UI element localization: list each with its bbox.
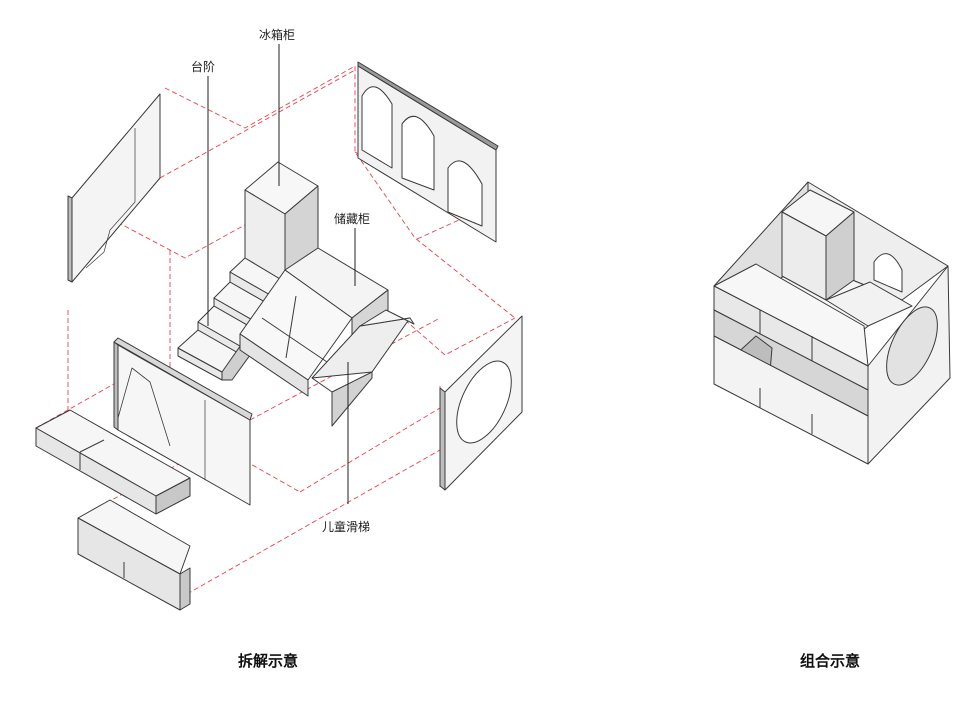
platform-side bbox=[179, 567, 191, 611]
wall-face bbox=[71, 93, 161, 283]
kids-slide bbox=[311, 309, 415, 427]
fridge-cabinet bbox=[244, 161, 319, 283]
guide-line bbox=[299, 407, 441, 493]
arch-opening bbox=[361, 86, 393, 169]
wall-inner-line bbox=[85, 128, 136, 269]
guide-line bbox=[164, 65, 516, 319]
guide-line bbox=[159, 69, 356, 179]
callout-kids-slide: 儿童滑梯 bbox=[322, 520, 371, 534]
cabinet-divider bbox=[261, 317, 331, 365]
assembled-playhouse bbox=[713, 181, 951, 465]
caption-exploded: 拆解示意 bbox=[238, 652, 299, 670]
cabinet-base bbox=[239, 333, 309, 397]
long-bench bbox=[35, 409, 191, 515]
storage-cabinet bbox=[239, 247, 389, 397]
front-panel bbox=[113, 337, 253, 506]
round-opening bbox=[456, 360, 512, 444]
arch-opening bbox=[447, 160, 483, 227]
callout-storage-cabinet: 储藏柜 bbox=[334, 212, 371, 226]
bench-side bbox=[155, 477, 191, 515]
panel-top bbox=[113, 337, 253, 421]
guide-line bbox=[35, 371, 136, 429]
cube-round-opening bbox=[886, 306, 938, 386]
callout-fridge-cabinet: 冰箱柜 bbox=[259, 28, 296, 42]
panel-cutout bbox=[117, 367, 171, 447]
base-platform bbox=[77, 499, 191, 611]
cube-storage-top bbox=[825, 281, 913, 327]
wall-top-edge bbox=[357, 61, 499, 151]
arched-back-wall bbox=[357, 61, 499, 243]
slide-side bbox=[331, 371, 373, 427]
cube-arch-opening bbox=[873, 253, 903, 293]
left-wall-panel bbox=[67, 93, 161, 283]
wall-edge bbox=[67, 195, 73, 283]
guide-line bbox=[404, 317, 516, 356]
callout-leaders bbox=[207, 44, 356, 504]
caption-assembled: 组合示意 bbox=[800, 652, 861, 670]
cabinet-divider bbox=[285, 295, 297, 359]
slide-top-platform bbox=[359, 309, 415, 327]
bench-divider bbox=[79, 439, 105, 453]
round-hole-wall bbox=[439, 315, 523, 491]
callout-steps: 台阶 bbox=[191, 60, 216, 74]
slide-edge bbox=[311, 377, 333, 393]
wall-edge bbox=[439, 387, 446, 491]
guide-line bbox=[179, 449, 441, 599]
cube-fridge-side bbox=[825, 211, 855, 301]
panel-edge bbox=[113, 341, 119, 431]
arch-opening bbox=[401, 115, 435, 191]
